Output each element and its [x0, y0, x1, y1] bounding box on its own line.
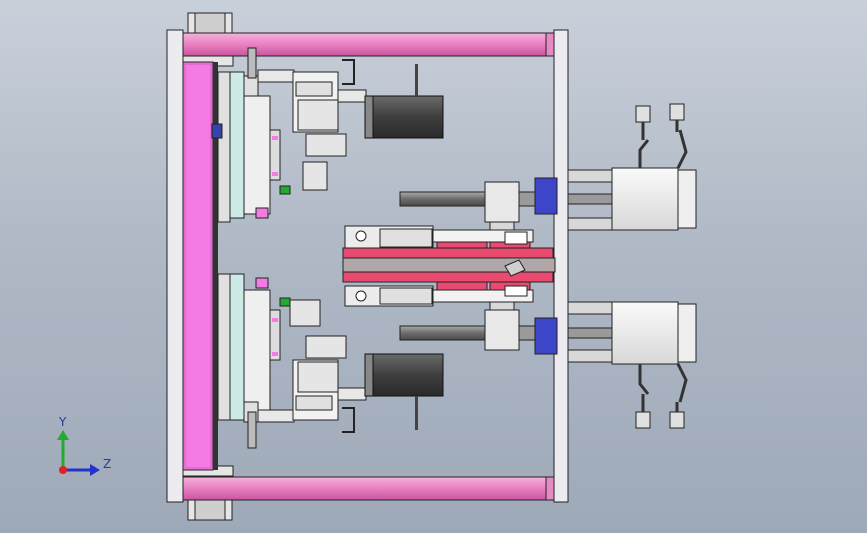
magenta-plate: [182, 61, 218, 471]
servo-motor-lower: [567, 301, 697, 429]
guide-rod-top: [182, 32, 555, 57]
triad-z-label: Z: [103, 457, 111, 471]
stepper-motor-upper: [364, 64, 444, 139]
guide-rod-bottom: [182, 476, 555, 501]
blue-coupling-lower: [534, 317, 558, 355]
triad-y-label: Y: [58, 415, 67, 429]
stepper-unit-upper: [279, 59, 367, 195]
coordinate-triad-icon: Y Z: [57, 415, 111, 476]
bearing-block-top: [182, 12, 234, 67]
servo-motor-upper: [567, 103, 697, 231]
bearing-block-bottom: [182, 465, 234, 521]
blue-coupling-upper: [534, 177, 558, 215]
stepper-motor-lower: [364, 353, 444, 430]
clamp-assembly-upper: [211, 47, 295, 223]
linear-shaft-upper: [399, 181, 556, 235]
central-slide: [342, 225, 556, 307]
clamp-assembly-lower: [217, 273, 295, 449]
stepper-unit-lower: [279, 297, 367, 433]
